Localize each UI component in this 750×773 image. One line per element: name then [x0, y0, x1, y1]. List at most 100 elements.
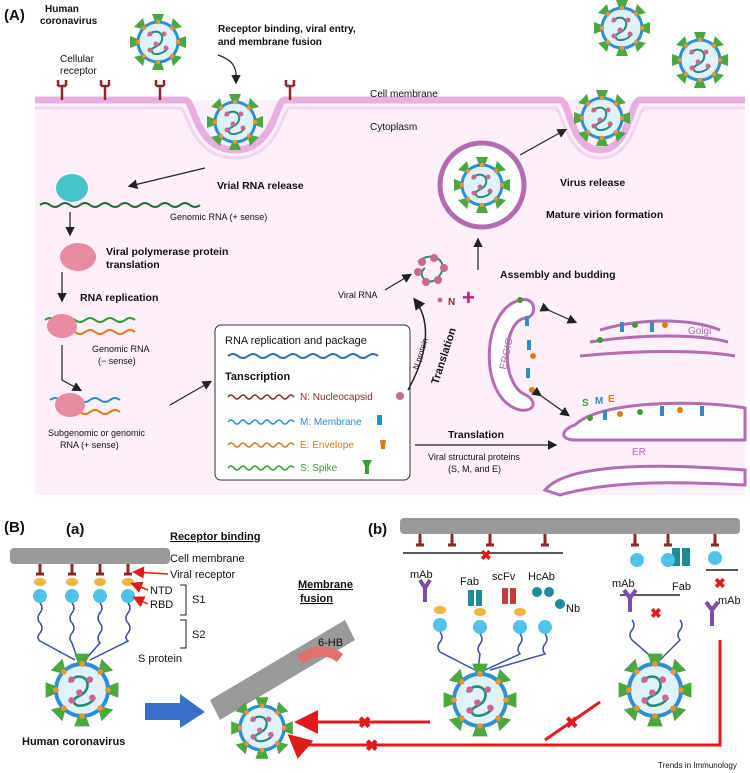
fab2-label: Fab	[672, 581, 691, 593]
cell-membrane-b-label: Cell membrane	[170, 553, 245, 565]
blue-arrow	[145, 694, 205, 728]
er-e-letter: E	[608, 394, 615, 405]
journal-footer: Trends in Immunology	[658, 761, 737, 770]
human-coronavirus-virion	[43, 651, 121, 729]
golgi-proteins	[597, 322, 668, 343]
subgenomic-line2: RNA (+ sense)	[60, 440, 119, 450]
mature-virion-label: Mature virion formation	[546, 209, 663, 221]
polymerase-blob	[60, 243, 96, 271]
ntd-label: NTD	[150, 585, 173, 597]
polymerase-label-line2: translation	[106, 259, 160, 271]
incoming-virion	[128, 12, 188, 72]
structural-proteins-line2: (S, M, and E)	[448, 464, 501, 474]
viral-receptor-label: Viral receptor	[170, 569, 236, 581]
entry-label-line2: and membrane fusion	[218, 37, 322, 48]
mab-label: mAb	[410, 569, 433, 581]
human-coronavirus-line1: Human	[45, 4, 79, 15]
receptor-binding-label: Receptor binding	[170, 531, 260, 543]
box-title: RNA replication and package	[225, 335, 367, 347]
rbd-label: RBD	[150, 599, 173, 611]
cytoplasm-label: Cytoplasm	[370, 122, 417, 133]
sub-b-label: (b)	[368, 521, 387, 538]
neutralized-virion-1	[441, 661, 519, 739]
plus-sign: +	[462, 285, 475, 310]
genomic-rna-plus-strand	[39, 202, 201, 208]
structural-proteins-line1: Viral structural proteins	[428, 452, 520, 462]
n-letter: N	[448, 297, 455, 308]
receptors-b	[416, 534, 719, 547]
virus-release-label: Virus release	[560, 177, 625, 189]
transcription-label: Tanscription	[225, 371, 290, 383]
block-mark-2: ✖	[650, 605, 662, 621]
protein-e-label: E: Envelope	[300, 440, 354, 451]
released-virion-1	[592, 0, 652, 58]
antibody-glyphs	[418, 548, 720, 626]
red-x-2: ✖	[565, 715, 578, 732]
red-line-2	[544, 700, 601, 742]
protein-n-label: N: Nucleocapsid	[300, 392, 373, 403]
released-virion-2	[670, 30, 730, 90]
er-proteins	[587, 406, 704, 421]
protein-m-label: M: Membrane	[300, 417, 362, 428]
bound-domains	[433, 551, 722, 634]
er-m-letter: M	[595, 396, 603, 407]
cell-membrane-label: Cell membrane	[370, 89, 438, 100]
mab3-label: mAb	[718, 595, 741, 607]
fusion-membrane	[210, 620, 355, 720]
translation-label: Translation	[448, 429, 504, 441]
cell-membrane-a	[10, 548, 170, 564]
viral-rna-label: Viral RNA	[338, 290, 377, 300]
nucleocapsid-icon	[396, 392, 404, 400]
protein-s-label: S: Spike	[300, 463, 338, 474]
membrane-receptors	[56, 80, 296, 100]
golgi-label: Golgi	[688, 326, 711, 337]
neutralized-virion-2	[616, 651, 694, 729]
er-s-letter: S	[582, 398, 589, 409]
s2-label: S2	[192, 629, 205, 641]
mab2-label: mAb	[612, 578, 635, 590]
golgi-apparatus	[579, 319, 736, 358]
s1-label: S1	[192, 594, 205, 606]
membrane-fusion-line2: fusion	[300, 593, 333, 605]
six-hb-label: 6-HB	[318, 637, 343, 649]
rna-replication-label: RNA replication	[80, 292, 158, 304]
fab-label: Fab	[460, 576, 479, 588]
membrane-fusion-line1: Membrane	[298, 579, 353, 591]
sub-a-label: (a)	[66, 521, 84, 538]
human-coronavirus-label: Human coronavirus	[22, 736, 125, 748]
red-x-1: ✖	[358, 715, 371, 732]
cellular-receptor-line1: Cellular	[60, 54, 95, 65]
panel-a-label: (A)	[4, 7, 25, 24]
rna-release-blob	[56, 174, 88, 202]
membrane-icon	[377, 415, 382, 425]
scfv-label: scFv	[492, 571, 516, 583]
er-label: ER	[632, 447, 646, 458]
genomic-rna-minus-line1: Genomic RNA	[92, 344, 150, 354]
viral-rna-release-label: Vrial RNA release	[217, 180, 304, 192]
envelope-icon	[380, 440, 386, 449]
panel-b: (B) (a) (b) Human coronavirus Receptor b…	[4, 518, 741, 761]
rbd-ntd-a	[33, 578, 135, 603]
hcab-label: HcAb	[528, 571, 555, 583]
subgenomic-polymerase	[55, 393, 85, 417]
replication-polymerase	[47, 314, 77, 338]
er-membrane	[562, 401, 747, 442]
nucleocapsid-cluster	[414, 254, 448, 303]
polymerase-label-line1: Viral polymerase protein	[106, 246, 228, 258]
panel-b-label: (B)	[4, 519, 25, 536]
red-x-3: ✖	[365, 738, 378, 755]
human-coronavirus-line2: coronavirus	[40, 16, 98, 27]
ergic-compartment	[487, 298, 536, 412]
red-block-arrow-3	[287, 640, 722, 759]
spike-icon	[362, 460, 372, 474]
assembly-budding-label: Assembly and budding	[500, 269, 616, 281]
replication-box	[214, 324, 411, 481]
nb-label: Nb	[566, 603, 580, 615]
panel-a: (A) Human coronavirus Receptor binding, …	[4, 0, 747, 497]
genomic-rna-plus-label: Genomic RNA (+ sense)	[170, 212, 267, 222]
s-protein-label: S protein	[138, 653, 182, 665]
ergic-proteins	[517, 297, 536, 393]
block-mark-3: ✖	[714, 575, 726, 591]
subgenomic-line1: Subgenomic or genomic	[48, 428, 146, 438]
